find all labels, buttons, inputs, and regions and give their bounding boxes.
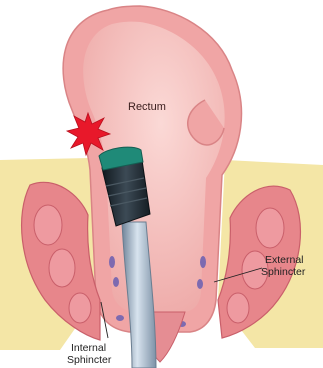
- left-muscle-lobe: [34, 205, 62, 245]
- left-muscle-lobe: [49, 249, 75, 287]
- internal-sphincter-label-line1: Internal: [71, 342, 106, 354]
- external-sphincter-label-line1: External: [265, 254, 304, 266]
- external-sphincter-label-line2: Sphincter: [261, 266, 306, 278]
- right-muscle-lobe: [256, 208, 284, 248]
- left-muscle-lobe: [69, 293, 91, 323]
- internal-sphincter-label-line2: Sphincter: [67, 354, 112, 366]
- right-muscle-lobe: [227, 293, 249, 323]
- rectum-label: Rectum: [128, 101, 166, 113]
